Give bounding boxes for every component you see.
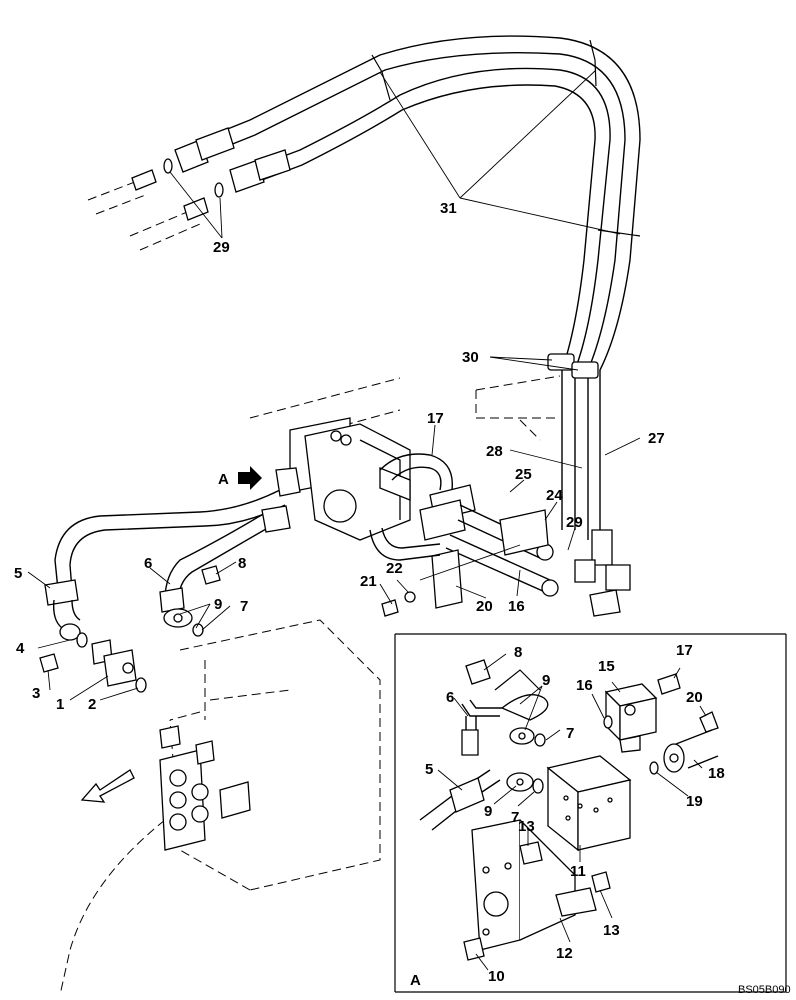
hose-31 bbox=[174, 35, 641, 617]
callout-29-upper-leaders bbox=[169, 171, 223, 239]
detail-callout-13-lower: 13 bbox=[603, 922, 620, 939]
callout-24: 24 bbox=[546, 487, 563, 504]
detail-view-a bbox=[394, 633, 787, 993]
detail-callout-18: 18 bbox=[708, 765, 725, 782]
detail-view-label: A bbox=[410, 972, 421, 989]
detail-callout-16: 16 bbox=[576, 677, 593, 694]
detail-callout-17: 17 bbox=[676, 642, 693, 659]
detail-callout-10: 11 bbox=[570, 863, 586, 880]
detail-callout-9-upper: 9 bbox=[542, 672, 550, 689]
callout-31-leaders bbox=[379, 69, 621, 235]
callout-2: 2 bbox=[88, 696, 96, 713]
direction-arrow bbox=[80, 769, 135, 803]
callout-22: 21 bbox=[360, 573, 377, 590]
callout-25: 25 bbox=[515, 466, 532, 483]
callout-labels: 31 29 30 17 28 27 25 24 29 6 8 5 22 21 9… bbox=[14, 200, 791, 996]
callout-30-leaders bbox=[489, 356, 579, 371]
callout-21: 20 bbox=[476, 598, 493, 615]
detail-callout-12: 12 bbox=[556, 945, 573, 962]
detail-callout-7-lower: 7 bbox=[511, 809, 519, 826]
callout-5: 5 bbox=[14, 565, 22, 582]
callout-a-arrow: A bbox=[218, 471, 229, 488]
callout-29-upper: 29 bbox=[213, 239, 230, 256]
detail-callout-7-upper: 7 bbox=[566, 725, 574, 742]
pipe-ends-upper-left bbox=[87, 169, 209, 251]
detail-callout-5: 5 bbox=[425, 761, 433, 778]
callout-8: 8 bbox=[238, 555, 246, 572]
hose-5-6 bbox=[44, 467, 301, 641]
callout-23: 22 bbox=[386, 560, 403, 577]
o-ring-29-upper bbox=[163, 158, 224, 198]
control-valve-dashed bbox=[59, 619, 381, 996]
detail-callout-11: 10 bbox=[488, 968, 505, 985]
callout-3: 3 bbox=[32, 685, 40, 702]
fitting-assembly-middle-left bbox=[149, 561, 237, 637]
detail-callout-20: 20 bbox=[686, 689, 703, 706]
callout-1: 1 bbox=[56, 696, 64, 713]
callout-18: 17 bbox=[427, 410, 444, 427]
detail-callout-15: 15 bbox=[598, 658, 615, 675]
callout-6: 6 bbox=[144, 555, 152, 572]
callout-31: 31 bbox=[440, 200, 457, 217]
fitting-assembly-lower-left bbox=[27, 571, 147, 701]
mid-valve-leaders bbox=[379, 424, 576, 605]
valve-assembly-middle bbox=[249, 377, 559, 617]
callout-9: 9 bbox=[214, 596, 222, 613]
frame-block-dashed bbox=[475, 375, 561, 441]
callout-4: 4 bbox=[16, 640, 25, 657]
detail-callout-19: 19 bbox=[686, 793, 703, 810]
detail-callout-13-upper: 13 bbox=[518, 818, 535, 835]
detail-callout-9-lower: 9 bbox=[484, 803, 492, 820]
callout-30: 30 bbox=[462, 349, 479, 366]
drawing-code: BS05B090 bbox=[738, 984, 791, 996]
callout-27-28-leaders bbox=[509, 437, 641, 469]
detail-callout-8: 8 bbox=[514, 644, 522, 661]
callout-27: 27 bbox=[648, 430, 665, 447]
callout-15: 16 bbox=[508, 598, 525, 615]
callout-28: 28 bbox=[486, 443, 503, 460]
callout-7: 7 bbox=[240, 598, 248, 615]
callout-29-mid: 29 bbox=[566, 514, 583, 531]
arrow-a-indicator bbox=[238, 466, 262, 490]
detail-callout-6: 6 bbox=[446, 689, 454, 706]
